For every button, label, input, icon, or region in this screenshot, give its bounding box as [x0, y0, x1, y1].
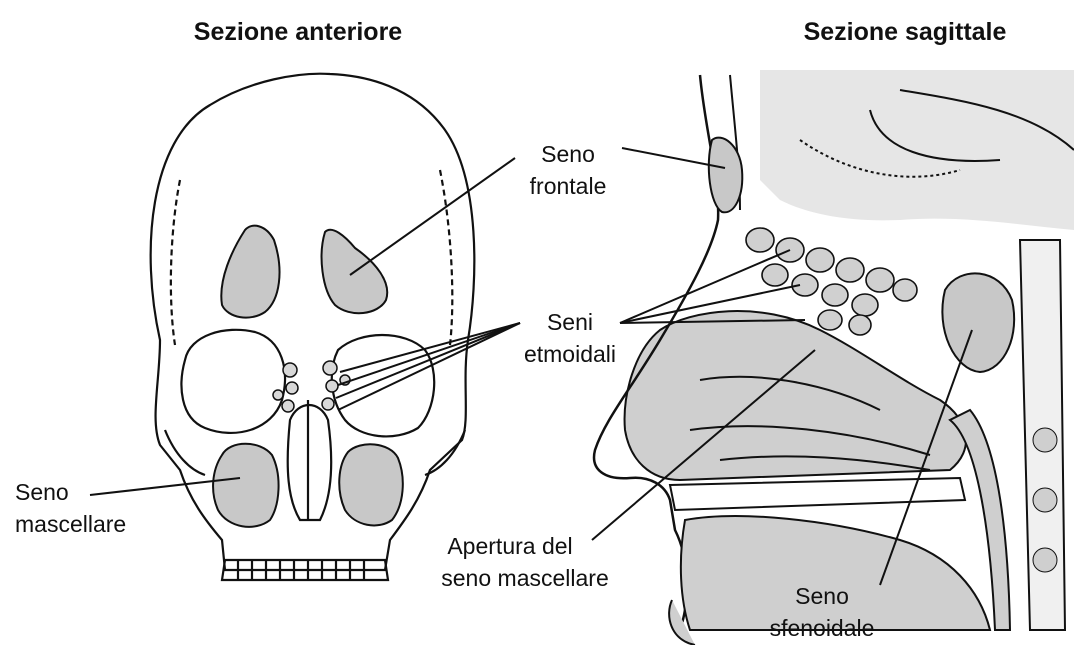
- hard-palate: [670, 478, 965, 510]
- label-frontal-sinus-line1: Seno: [541, 141, 595, 167]
- nasal-cavity: [288, 405, 332, 520]
- label-ethmoid-sinuses-line1: Seni: [547, 309, 593, 335]
- title-anterior-section: Sezione anteriore: [194, 18, 402, 46]
- anterior-skull-illustration: [151, 74, 475, 580]
- label-maxillary-sinus-line1: Seno: [15, 479, 69, 505]
- label-frontal-sinus-line2: frontale: [530, 173, 607, 199]
- skull-outline: [151, 74, 475, 570]
- label-sphenoid-sinus-line2: sfenoidale: [770, 615, 875, 641]
- label-maxillary-opening-line2: seno mascellare: [441, 565, 608, 591]
- label-maxillary-opening-line1: Apertura del: [447, 533, 572, 559]
- sphenoid-sinus-sagittal: [942, 273, 1014, 372]
- nasal-cavity-sagittal: [625, 311, 966, 480]
- frontal-sinus-anterior: [221, 226, 387, 318]
- label-sphenoid-sinus-line1: Seno: [795, 583, 849, 609]
- left-orbit: [182, 330, 285, 433]
- title-sagittal-section: Sezione sagittale: [804, 18, 1007, 46]
- label-ethmoid-sinuses-line2: etmoidali: [524, 341, 616, 367]
- label-maxillary-sinus-line2: mascellare: [15, 511, 126, 537]
